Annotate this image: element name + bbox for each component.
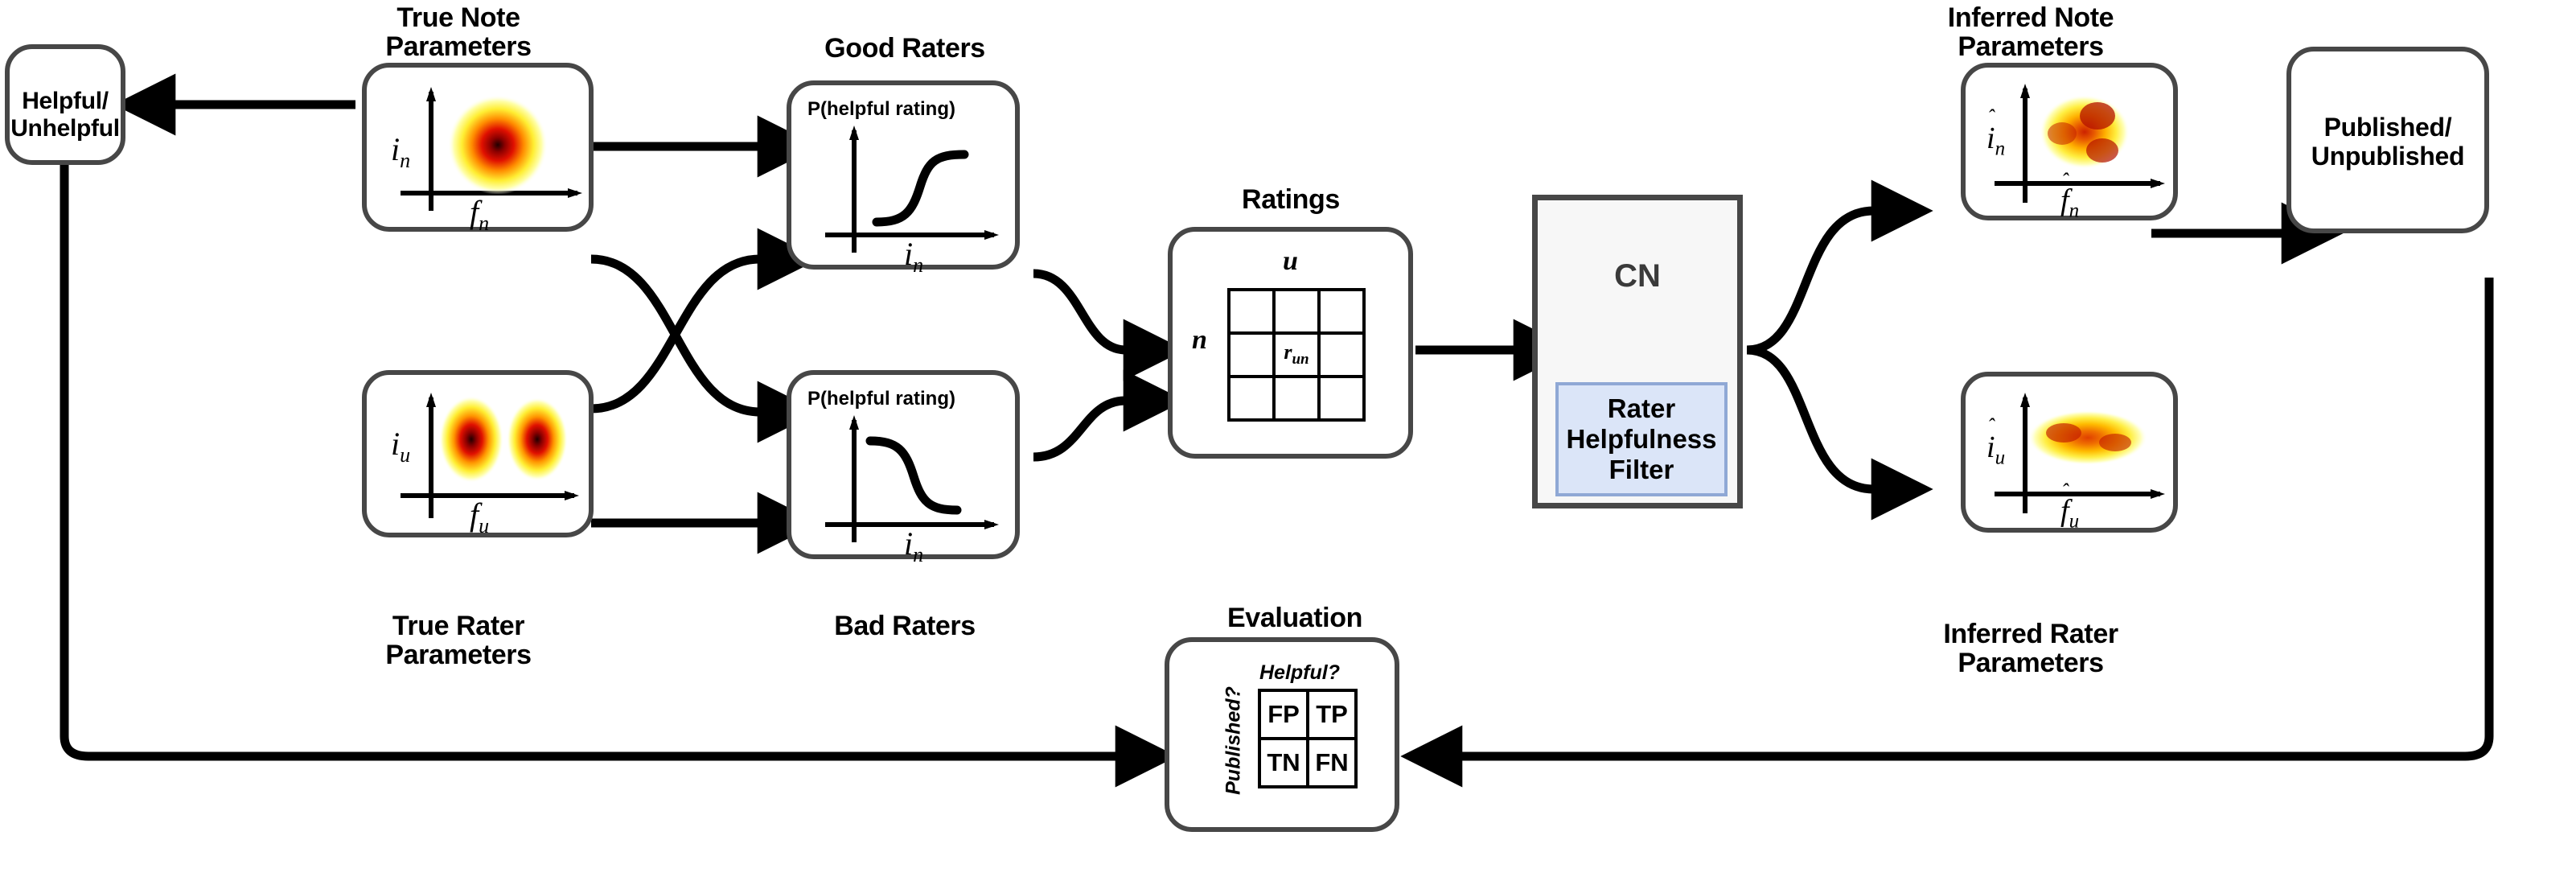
caption-true-note-parameters: True Note Parameters	[326, 3, 591, 62]
arrow-badraters-to-ratings	[1033, 369, 1185, 462]
table-row	[1227, 288, 1366, 335]
arrow-goodraters-to-ratings	[1033, 269, 1185, 381]
matrix-cell	[1272, 288, 1321, 335]
heatmap-inferred-note	[2040, 95, 2130, 169]
node-good-raters[interactable]: P(helpful rating) in	[787, 80, 1020, 277]
filter-line2: Helpfulness	[1566, 423, 1717, 454]
heatmap-inferred-rater	[2028, 410, 2147, 465]
helpful-unhelpful-line1: Helpful/	[22, 88, 109, 114]
arrow-cn-to-inferredrater	[1746, 345, 1933, 521]
evaluation-row-header: Published?	[1222, 686, 1245, 795]
true-note-x-axis-label: fn	[470, 194, 490, 235]
true-rater-x-axis-label: fu	[470, 496, 490, 537]
node-ratings[interactable]: u n run	[1168, 227, 1413, 459]
bad-raters-sigmoid-curve	[865, 436, 962, 515]
inferred-rater-caption-line1: Inferred Rater	[1943, 619, 2118, 649]
true-rater-plot	[401, 393, 579, 518]
heatmap-true-rater	[439, 396, 568, 483]
good-raters-y-axis-label: P(helpful rating)	[807, 98, 955, 120]
true-note-caption-line2: Parameters	[385, 31, 532, 63]
node-true-rater-parameters[interactable]: iu fu	[362, 370, 594, 537]
caption-bad-raters: Bad Raters	[834, 611, 976, 641]
true-note-plot	[401, 87, 582, 211]
arrow-cn-to-inferrednote	[1746, 179, 1933, 355]
cell-tp: TP	[1306, 689, 1358, 740]
bad-raters-y-axis-label: P(helpful rating)	[807, 388, 955, 410]
rater-helpfulness-filter[interactable]: Rater Helpfulness Filter	[1555, 382, 1728, 496]
ratings-matrix: run	[1227, 288, 1366, 422]
node-evaluation[interactable]: Helpful? Published? FP TP TN FN	[1165, 637, 1399, 832]
ratings-row-label: n	[1192, 325, 1207, 355]
caption-evaluation: Evaluation	[1227, 603, 1362, 633]
inferred-note-caption-line1: Inferred Note	[1947, 2, 2114, 33]
bad-raters-plot	[825, 415, 999, 542]
inferred-note-plot	[1995, 84, 2165, 203]
true-rater-y-axis-label: iu	[391, 426, 411, 467]
caption-true-rater-parameters: True Rater Parameters	[326, 611, 591, 670]
ratings-col-label: u	[1283, 246, 1298, 276]
node-inferred-note-parameters[interactable]: ̂ in ̂ fn	[1961, 63, 2178, 222]
cell-tn: TN	[1258, 737, 1309, 788]
table-row: FP TP	[1258, 689, 1358, 740]
true-rater-caption-line1: True Rater	[392, 611, 525, 641]
matrix-cell	[1317, 288, 1366, 335]
plot-axes	[401, 393, 579, 518]
filter-line3: Filter	[1608, 455, 1674, 485]
cn-label: CN	[1614, 258, 1661, 294]
inferred-rater-y-axis-label: ̂ iu	[1986, 430, 2006, 469]
caption-good-raters: Good Raters	[824, 33, 985, 64]
filter-line1: Rater	[1607, 393, 1676, 423]
caption-inferred-note-parameters: Inferred Note Parameters	[1886, 3, 2175, 62]
inferred-rater-x-axis-label: ̂ fu	[2060, 494, 2080, 533]
table-row: run	[1227, 331, 1366, 378]
node-helpful-unhelpful[interactable]: Helpful/ Unhelpful	[5, 44, 125, 165]
table-row	[1227, 375, 1366, 422]
inferred-rater-plot	[1995, 393, 2165, 513]
matrix-cell	[1317, 375, 1366, 422]
arrow-helpful-to-evaluation	[60, 165, 1177, 788]
heatmap-true-note	[448, 95, 548, 195]
evaluation-col-header: Helpful?	[1259, 661, 1340, 684]
inferred-rater-caption-line2: Parameters	[1958, 648, 2104, 679]
matrix-cell	[1227, 288, 1276, 335]
matrix-cell	[1272, 375, 1321, 422]
published-line1: Published/	[2323, 113, 2452, 142]
true-rater-caption-line2: Parameters	[385, 640, 532, 671]
true-note-y-axis-label: in	[391, 131, 411, 172]
matrix-cell-run: run	[1272, 331, 1321, 378]
published-line2: Unpublished	[2311, 142, 2465, 171]
node-inferred-rater-parameters[interactable]: ̂ iu ̂ fu	[1961, 372, 2178, 533]
caption-ratings: Ratings	[1242, 184, 1340, 215]
matrix-cell	[1227, 331, 1276, 378]
arrow-truerater-to-goodraters	[590, 228, 820, 414]
node-published-unpublished[interactable]: Published/ Unpublished	[2286, 47, 2489, 233]
table-row: TN FN	[1258, 737, 1358, 788]
good-raters-sigmoid-curve	[872, 150, 969, 227]
caption-inferred-rater-parameters: Inferred Rater Parameters	[1886, 620, 2175, 678]
node-cn[interactable]: CN Rater Helpfulness Filter	[1532, 195, 1743, 508]
cell-fn: FN	[1306, 737, 1358, 788]
matrix-cell	[1227, 375, 1276, 422]
evaluation-confusion-matrix: FP TP TN FN	[1258, 689, 1358, 788]
good-raters-x-axis-label: in	[904, 236, 924, 277]
bad-raters-x-axis-label: in	[904, 525, 924, 566]
inferred-note-x-axis-label: ̂ fn	[2060, 183, 2080, 222]
helpful-unhelpful-line2: Unhelpful	[10, 115, 120, 142]
node-true-note-parameters[interactable]: in fn	[362, 63, 594, 235]
matrix-cell	[1317, 331, 1366, 378]
inferred-note-y-axis-label: ̂ in	[1986, 121, 2006, 160]
good-raters-plot	[825, 126, 999, 253]
inferred-note-caption-line2: Parameters	[1958, 31, 2104, 63]
arrow-published-to-evaluation	[1400, 278, 2494, 788]
cell-fp: FP	[1258, 689, 1309, 740]
node-bad-raters[interactable]: P(helpful rating) in	[787, 370, 1020, 566]
true-note-caption-line1: True Note	[396, 2, 520, 33]
